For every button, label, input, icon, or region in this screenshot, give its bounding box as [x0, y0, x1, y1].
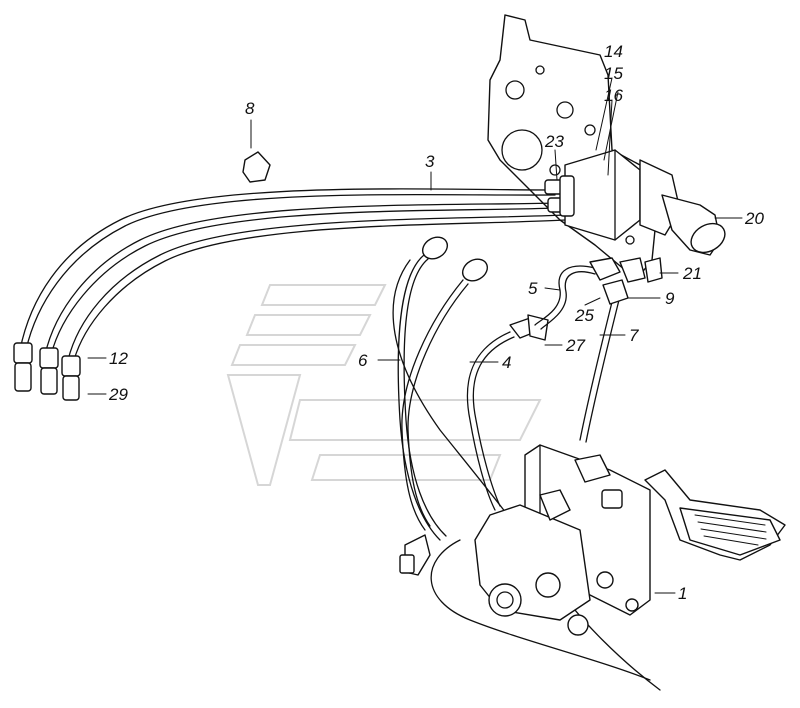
tube-7	[579, 289, 622, 443]
callout-3: 3	[425, 152, 435, 171]
callout-7: 7	[629, 326, 639, 345]
callout-16: 16	[604, 86, 623, 105]
tube-6	[397, 236, 449, 541]
callout-23: 23	[544, 132, 564, 151]
callout-5: 5	[528, 279, 538, 298]
clip-part	[242, 151, 271, 183]
callout-12: 12	[109, 349, 128, 368]
callout-8: 8	[245, 99, 255, 118]
callout-25: 25	[574, 306, 594, 325]
mounting-plate	[487, 14, 661, 276]
tube-end-fittings	[13, 342, 81, 401]
callout-6: 6	[358, 351, 368, 370]
pedal	[644, 469, 786, 561]
callout-14: 14	[604, 42, 623, 61]
tube-4	[401, 258, 489, 531]
callout-15: 15	[604, 64, 623, 83]
callout-1: 1	[678, 584, 687, 603]
callout-21: 21	[682, 264, 702, 283]
tube-long	[392, 259, 661, 691]
callout-4: 4	[502, 353, 511, 372]
callout-9: 9	[665, 289, 675, 308]
elbow-fitting	[399, 534, 431, 576]
tube-bundle	[19, 188, 566, 361]
callout-27: 27	[565, 336, 585, 355]
leader-lines	[87, 77, 743, 594]
valve-fittings	[544, 175, 575, 217]
tee-fittings	[589, 257, 663, 305]
brake-valve	[474, 444, 651, 636]
hand-valve	[564, 149, 681, 241]
callout-labels: 8 3 23 14 15 16 20 21 9 5 25 7 27 4 6 12…	[108, 42, 764, 603]
callout-20: 20	[744, 209, 764, 228]
watermark-logo	[226, 284, 542, 486]
callout-29: 29	[108, 385, 128, 404]
lever-handle	[661, 194, 726, 256]
